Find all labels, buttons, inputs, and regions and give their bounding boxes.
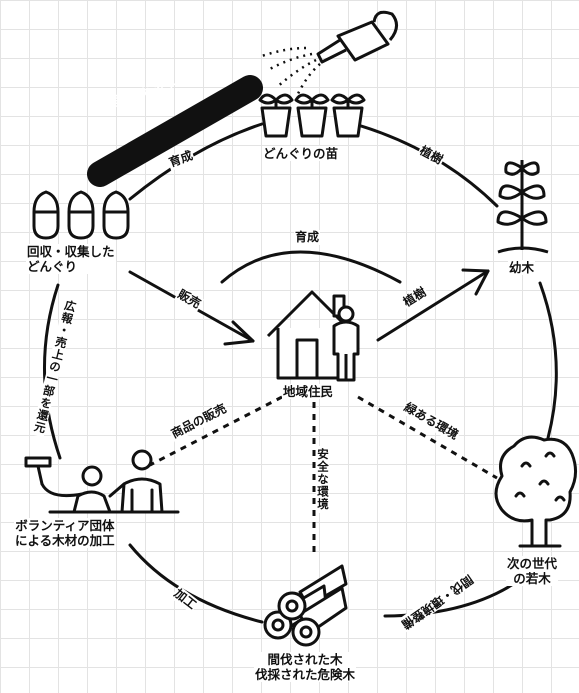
arrow-plant-head [461, 268, 490, 296]
edge-logs-volunteers [128, 543, 264, 624]
acorns-label-line2: どんぐり [27, 259, 78, 274]
next-gen-label: 次の世代 の若木 [506, 556, 559, 586]
young-tree-icon [496, 160, 549, 254]
seedling-pot-icon [258, 93, 366, 138]
tree-icon [494, 435, 577, 548]
next-gen-label-line1: 次の世代 [507, 556, 558, 571]
volunteer-worker-icon [24, 449, 180, 514]
young-tree-label-text: 幼木 [509, 260, 535, 275]
satoyama-kit-badge [87, 75, 263, 187]
young-tree-label: 幼木 [508, 260, 536, 275]
dashed-green-env [357, 395, 498, 480]
residents-label: 地域住民 [282, 384, 335, 399]
edge-label-inner-grow: 育成 [294, 230, 321, 245]
edge-youngtree-nextgen [538, 281, 558, 440]
dashed-links [149, 395, 498, 558]
logs-label-line2: 伐採された危険木 [255, 667, 356, 682]
dashed-product-sales [149, 395, 283, 467]
edge-acorns-seedlings [128, 122, 264, 201]
person-icon [332, 305, 360, 382]
watering-can-icon [261, 10, 398, 99]
acorns-label-line1: 回収・収集した [27, 244, 115, 259]
edge-seedlings-youngtree [356, 123, 499, 208]
arrow-plant [376, 269, 490, 342]
seedlings-label: どんぐりの苗 [262, 146, 340, 161]
next-gen-label-line2: の若木 [513, 571, 551, 586]
volunteers-label: ボランティア団体 による木材の加工 [14, 518, 116, 548]
logs-label: 間伐された木 伐採された危険木 [254, 652, 357, 682]
logs-label-line1: 間伐された木 [267, 652, 343, 667]
edge-volunteers-acorns [43, 283, 62, 460]
edge-inner-grow [220, 250, 402, 284]
inner-arrows [128, 250, 490, 346]
volunteers-label-line2: による木材の加工 [15, 533, 115, 548]
log-pile-icon [263, 564, 348, 647]
volunteers-label-line1: ボランティア団体 [15, 518, 115, 533]
seedlings-label-text: どんぐりの苗 [263, 146, 339, 161]
acorns-label: 回収・収集した どんぐり [26, 244, 116, 274]
acorn-icon [32, 190, 130, 240]
edge-label-safe-env: 安全な環境 [316, 446, 330, 513]
residents-label-text: 地域住民 [283, 384, 334, 399]
arrow-sell-head [223, 320, 255, 346]
